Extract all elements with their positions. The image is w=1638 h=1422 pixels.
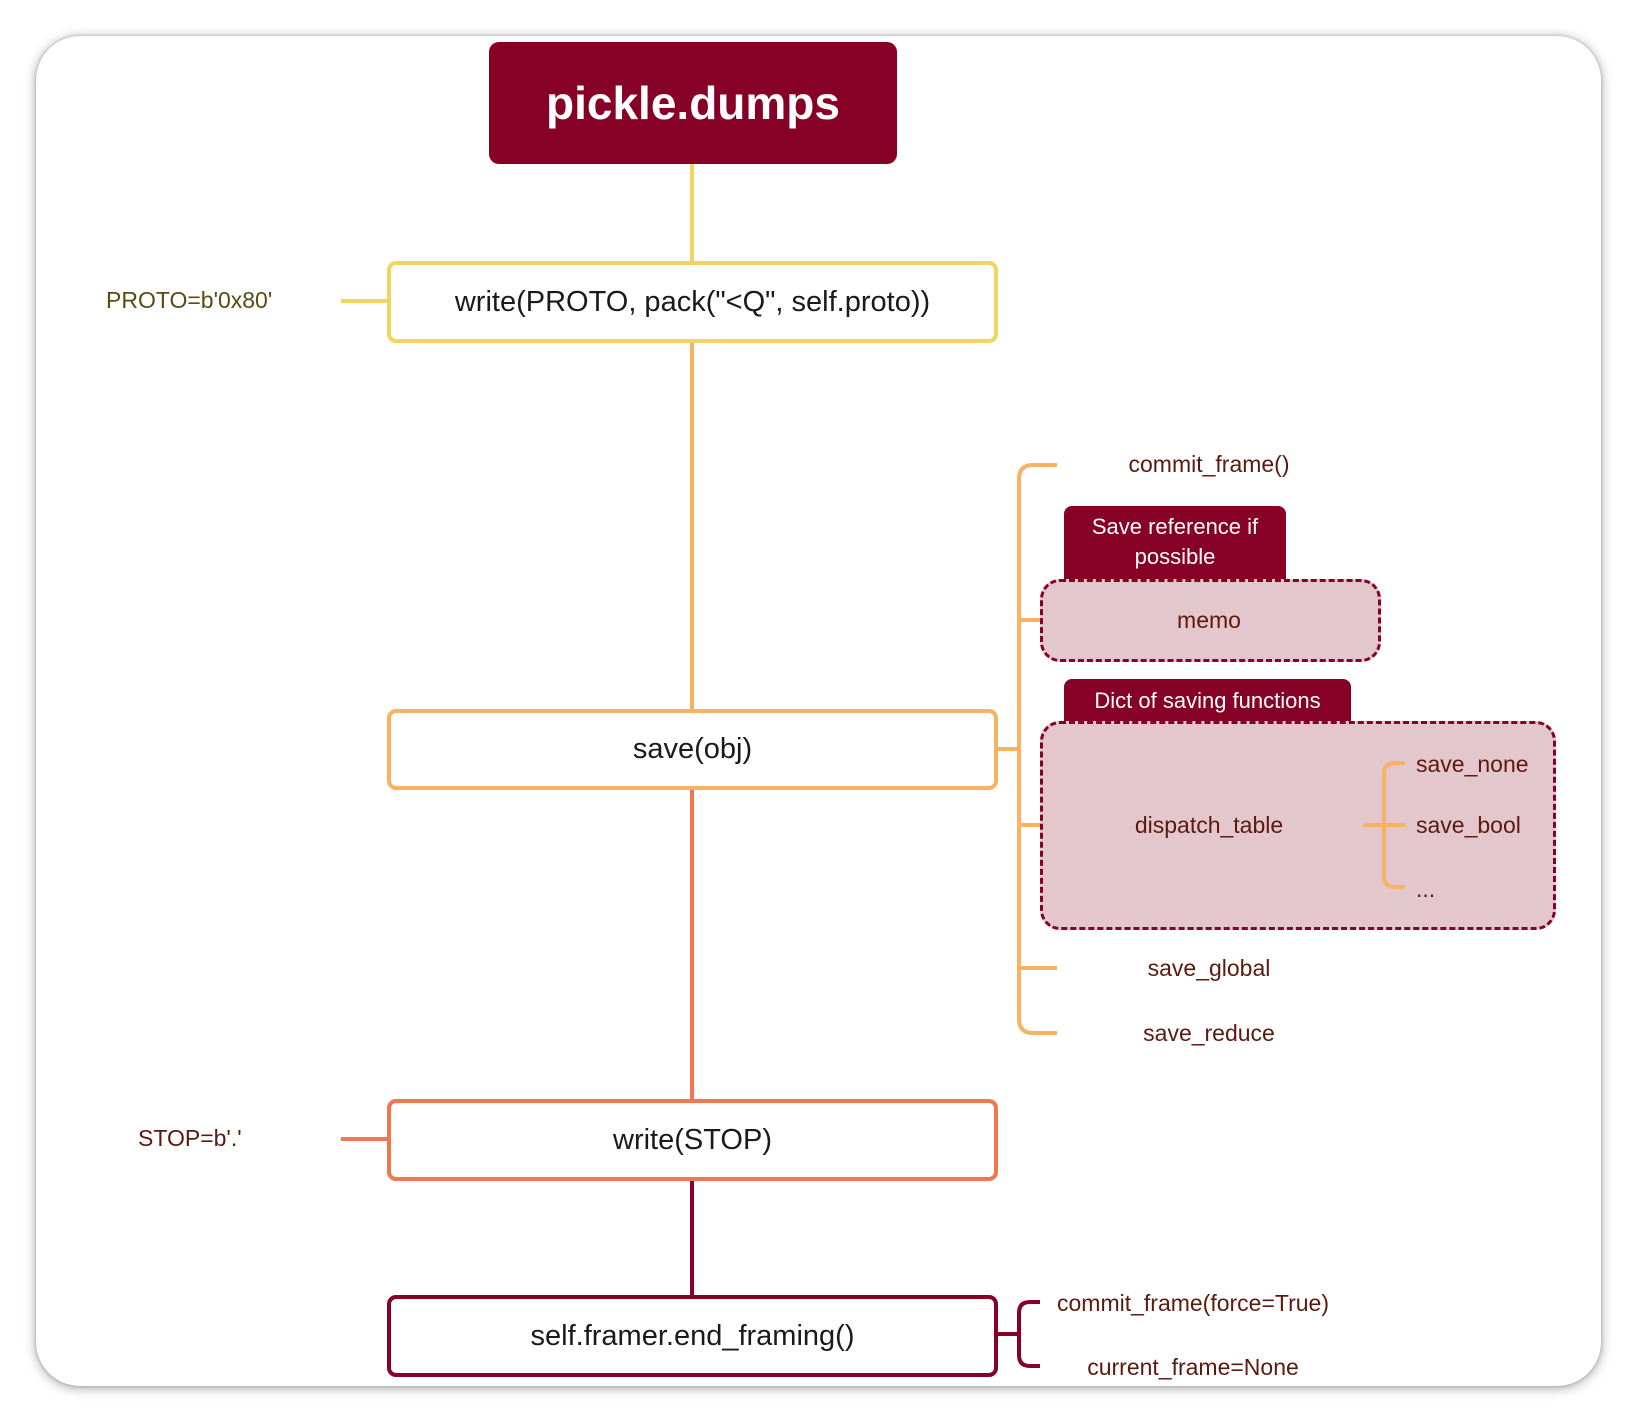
step-end-framing: self.framer.end_framing()	[387, 1295, 998, 1377]
step-save-obj: save(obj)	[387, 709, 998, 790]
tag-save-reference: Save reference if possible	[1064, 506, 1286, 580]
step-write-proto: write(PROTO, pack("<Q", self.proto))	[387, 261, 998, 343]
tag-dispatch-dict: Dict of saving functions	[1064, 679, 1351, 723]
dispatch-container	[1040, 721, 1556, 930]
dispatch-item-save-bool: save_bool	[1416, 812, 1521, 838]
end-branch-commit-frame-force: commit_frame(force=True)	[1056, 1290, 1330, 1316]
note-stop: STOP=b'.'	[138, 1125, 242, 1151]
branch-save-reduce: save_reduce	[1143, 1020, 1275, 1046]
branch-memo: memo	[1177, 607, 1241, 633]
branch-commit-frame: commit_frame()	[1128, 451, 1290, 477]
end-framing-bracket	[998, 1300, 1040, 1368]
branch-dispatch-table: dispatch_table	[1134, 812, 1284, 838]
dispatch-item-more: ...	[1416, 876, 1436, 902]
note-proto: PROTO=b'0x80'	[106, 287, 273, 313]
dispatch-item-save-none: save_none	[1416, 751, 1529, 777]
memo-container	[1040, 579, 1381, 662]
branch-save-global: save_global	[1147, 955, 1271, 981]
root-node-pickle-dumps: pickle.dumps	[489, 42, 897, 164]
end-branch-current-frame-none: current_frame=None	[1087, 1354, 1299, 1380]
step-write-stop: write(STOP)	[387, 1099, 998, 1181]
